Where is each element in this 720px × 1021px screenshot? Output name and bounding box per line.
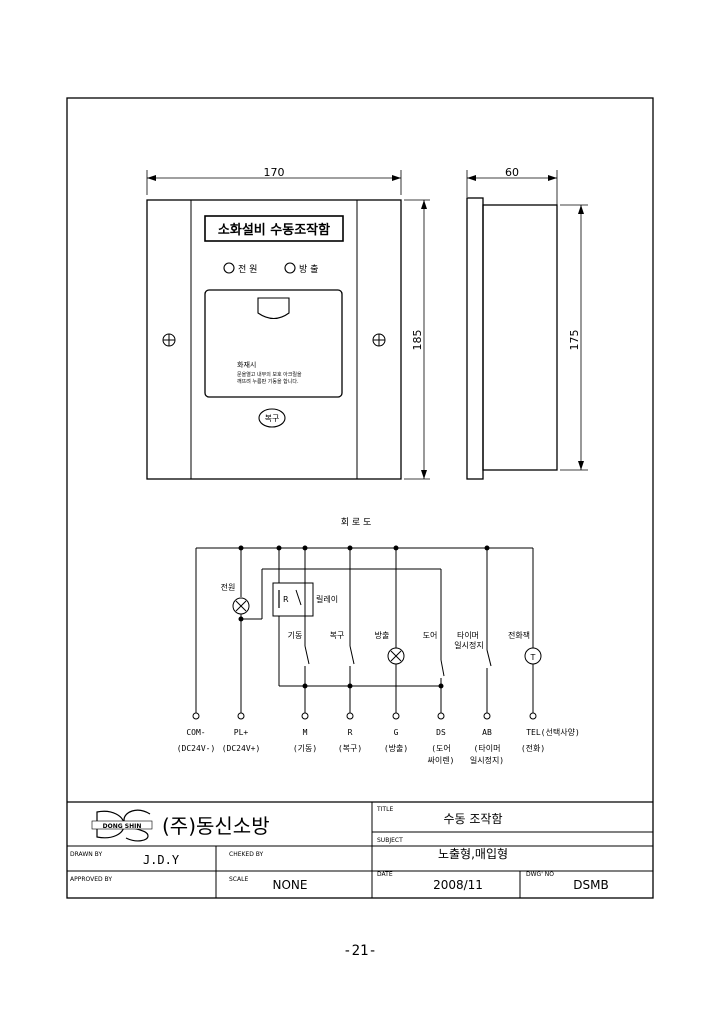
power-lamp-label: 전 원	[238, 264, 257, 275]
screw-right-icon	[372, 333, 386, 347]
checked-by-label: CHEKED BY	[229, 851, 264, 858]
terminal-code-g: G	[394, 728, 399, 737]
terminal-desc-ab: (타이머	[474, 743, 501, 753]
reset-button-label: 복구	[265, 414, 280, 423]
phone-jack-letter: T	[530, 653, 536, 662]
front-height-dimension: 185	[411, 330, 424, 351]
terminal-desc-ds-2: 싸이렌)	[428, 755, 455, 765]
panel-title: 소화설비 수동조작함	[218, 222, 330, 238]
notice-title: 화재시	[237, 361, 256, 369]
page-number: -21-	[343, 943, 377, 959]
panel-title-plate	[204, 215, 344, 242]
terminal-code-r: R	[348, 728, 353, 737]
approved-by-label: APPROVED BY	[70, 876, 112, 883]
door-label: 도어	[423, 630, 438, 640]
side-body	[482, 204, 558, 471]
power-label: 전원	[221, 582, 236, 592]
terminal-desc-pl: (DC24V+)	[222, 744, 261, 753]
push-handle-icon	[257, 297, 290, 320]
timer-label-1: 타이머	[457, 630, 479, 640]
phone-jack-label: 전화잭	[508, 630, 530, 640]
side-front-plate	[466, 197, 484, 480]
circuit-title: 회 로 도	[341, 517, 372, 528]
acrylic-cover-window	[204, 289, 343, 398]
terminal-desc-ds: (도어	[431, 743, 451, 753]
company-name: (주)동신소방	[162, 814, 270, 838]
relay-label: 릴레이	[316, 594, 338, 604]
title-value: 수동 조작함	[443, 812, 502, 826]
subject-label: SUBJECT	[377, 837, 403, 844]
dwg-no-value: DSMB	[573, 878, 608, 892]
discharge-lamp-label: 방 출	[299, 264, 318, 275]
terminal-pl	[237, 712, 245, 720]
discharge-label: 방출	[375, 630, 390, 640]
terminal-desc-com: (DC24V-)	[177, 744, 216, 753]
terminal-code-com: COM-	[186, 728, 205, 737]
terminal-desc-tel: (전화)	[521, 743, 545, 753]
title-block	[67, 801, 653, 898]
terminal-desc-r: (복구)	[338, 744, 362, 753]
terminal-code-pl: PL+	[234, 728, 249, 737]
date-label: DATE	[377, 871, 393, 878]
scale-value: NONE	[273, 878, 308, 892]
terminal-g	[392, 712, 400, 720]
terminal-code-m: M	[303, 728, 308, 737]
timer-label-2: 일시정지	[454, 640, 483, 650]
notice-line-2: 깨뜨려 누름판 기동을 합니다.	[237, 378, 299, 385]
terminal-desc-ab-2: 일시정지)	[470, 755, 504, 765]
notice-line-1: 문을열고 내부의 보호 아크릴을	[237, 371, 302, 378]
drawn-by-label: DRAWN BY	[70, 851, 102, 858]
terminal-ds	[437, 712, 445, 720]
terminal-desc-g: (방출)	[384, 743, 408, 753]
logo-text: DONG SHIN	[103, 823, 142, 830]
reset-button	[258, 408, 286, 428]
title-label: TITLE	[376, 806, 393, 813]
date-value: 2008/11	[433, 878, 483, 892]
terminal-code-tel: TEL(선택사양)	[526, 727, 580, 737]
terminal-ab	[483, 712, 491, 720]
dwg-no-label: DWG' NO	[526, 871, 554, 878]
company-logo: DONG SHIN	[91, 809, 153, 842]
front-width-dimension: 170	[264, 166, 285, 179]
side-height-dimension: 175	[568, 330, 581, 351]
start-label: 기동	[288, 631, 303, 640]
subject-value: 노출형,매입형	[438, 847, 508, 861]
screw-left-icon	[162, 333, 176, 347]
side-view: 60 175	[466, 166, 588, 480]
reset-label: 복구	[330, 631, 345, 640]
terminal-m	[301, 712, 309, 720]
drawn-by-value: J.D.Y	[143, 853, 180, 867]
terminal-code-ab: AB	[482, 728, 492, 737]
terminal-com	[192, 712, 200, 720]
terminal-desc-m: (기동)	[293, 744, 317, 753]
front-view: 170 185 소화설비 수동조작함 전 원 방 출	[146, 166, 430, 480]
terminal-tel	[529, 712, 537, 720]
terminal-r	[346, 712, 354, 720]
circuit-diagram	[192, 545, 542, 720]
drawing-border	[66, 97, 654, 899]
scale-label: SCALE	[229, 876, 248, 883]
side-depth-dimension: 60	[505, 166, 519, 179]
relay-box	[272, 582, 314, 617]
discharge-lamp-icon	[284, 262, 296, 274]
terminal-code-ds: DS	[436, 728, 446, 737]
power-lamp-icon	[223, 262, 235, 274]
front-body-outline	[146, 199, 402, 480]
relay-coil-symbol: R	[283, 595, 289, 604]
